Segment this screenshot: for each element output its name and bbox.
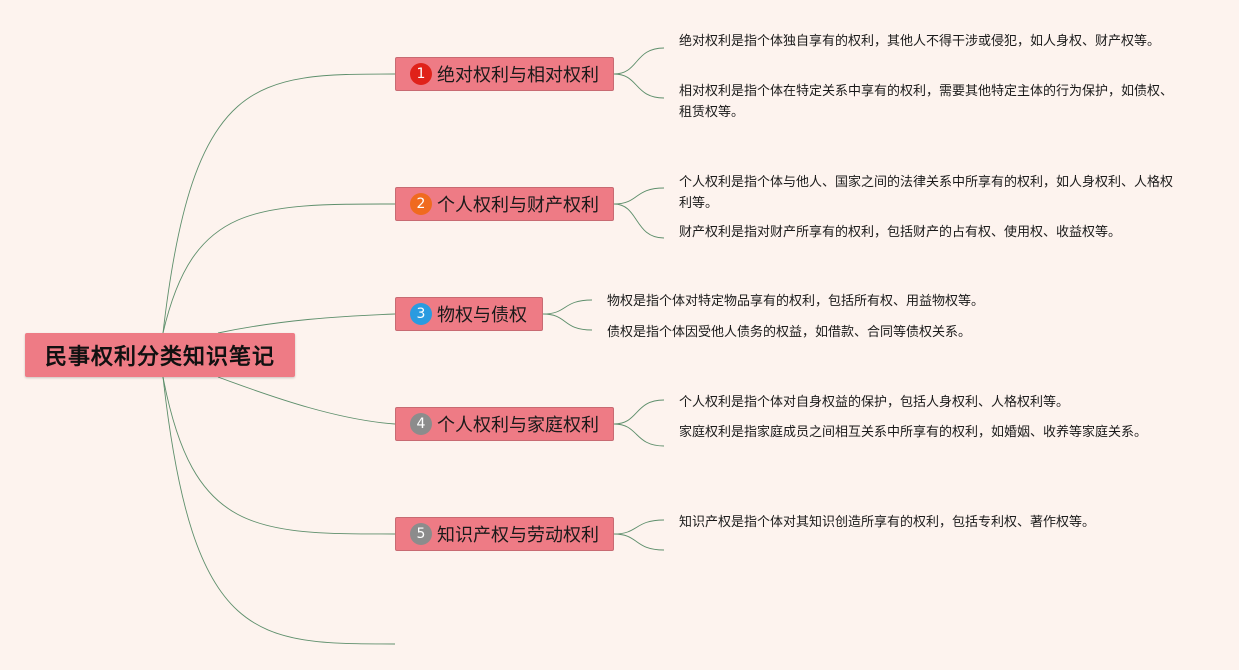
branch-connector-3: [217, 313, 396, 334]
branch-topic-2[interactable]: 2 个人权利与财产权利: [395, 187, 614, 221]
branch-label-3: 物权与债权: [437, 305, 527, 326]
number-badge-3: 3: [410, 303, 432, 325]
leaf-connector-3-2: [542, 313, 593, 331]
leaf-connector-5-2: [613, 533, 665, 551]
number-badge-2: 2: [410, 193, 432, 215]
leaf-connector-3-1: [542, 299, 593, 315]
leaf-1-2[interactable]: 相对权利是指个体在特定关系中享有的权利，需要其他特定主体的行为保护，如债权、租赁…: [679, 84, 1174, 120]
leaf-2-1[interactable]: 个人权利是指个体与他人、国家之间的法律关系中所享有的权利，如人身权利、人格权利等…: [679, 175, 1174, 211]
leaf-connector-2-2: [613, 203, 665, 239]
leaf-2-2[interactable]: 财产权利是指对财产所享有的权利，包括财产的占有权、使用权、收益权等。: [679, 225, 1122, 240]
branch-topic-3[interactable]: 3 物权与债权: [395, 297, 543, 331]
branch-topic-5[interactable]: 5 知识产权与劳动权利: [395, 517, 614, 551]
leaf-4-1[interactable]: 个人权利是指个体对自身权益的保护，包括人身权利、人格权利等。: [679, 395, 1070, 410]
leaf-connector-1-1: [613, 47, 665, 75]
leaf-connector-2-1: [613, 187, 665, 205]
number-badge-4: 4: [410, 413, 432, 435]
root-topic[interactable]: 民事权利分类知识笔记: [25, 333, 295, 377]
branch-label-1: 绝对权利与相对权利: [437, 65, 599, 86]
branch-label-2: 个人权利与财产权利: [437, 195, 599, 216]
leaf-connector-4-1: [613, 399, 665, 425]
leaf-3-2[interactable]: 债权是指个体因受他人债务的权益，如借款、合同等债权关系。: [607, 325, 972, 340]
branch-connector-6: [162, 376, 396, 645]
leaf-4-2[interactable]: 家庭权利是指家庭成员之间相互关系中所享有的权利，如婚姻、收养等家庭关系。: [679, 425, 1148, 440]
leaf-5-1[interactable]: 知识产权是指个体对其知识创造所享有的权利，包括专利权、著作权等。: [679, 515, 1096, 530]
branch-label-4: 个人权利与家庭权利: [437, 415, 599, 436]
number-badge-5: 5: [410, 523, 432, 545]
leaf-connector-4-2: [613, 423, 665, 447]
number-badge-1: 1: [410, 63, 432, 85]
leaf-3-1[interactable]: 物权是指个体对特定物品享有的权利，包括所有权、用益物权等。: [607, 294, 985, 309]
leaf-connector-5-1: [613, 519, 665, 535]
root-title: 民事权利分类知识笔记: [44, 345, 275, 370]
branch-topic-1[interactable]: 1 绝对权利与相对权利: [395, 57, 614, 91]
leaf-1-1[interactable]: 绝对权利是指个体独自享有的权利，其他人不得干涉或侵犯，如人身权、财产权等。: [679, 34, 1161, 49]
leaf-connector-1-2: [613, 73, 665, 99]
branch-connector-4: [217, 376, 396, 425]
branch-connector-1: [162, 73, 396, 334]
branch-connector-2: [162, 203, 396, 334]
branch-topic-4[interactable]: 4 个人权利与家庭权利: [395, 407, 614, 441]
branch-label-5: 知识产权与劳动权利: [437, 525, 599, 546]
branch-connector-5: [162, 376, 396, 535]
